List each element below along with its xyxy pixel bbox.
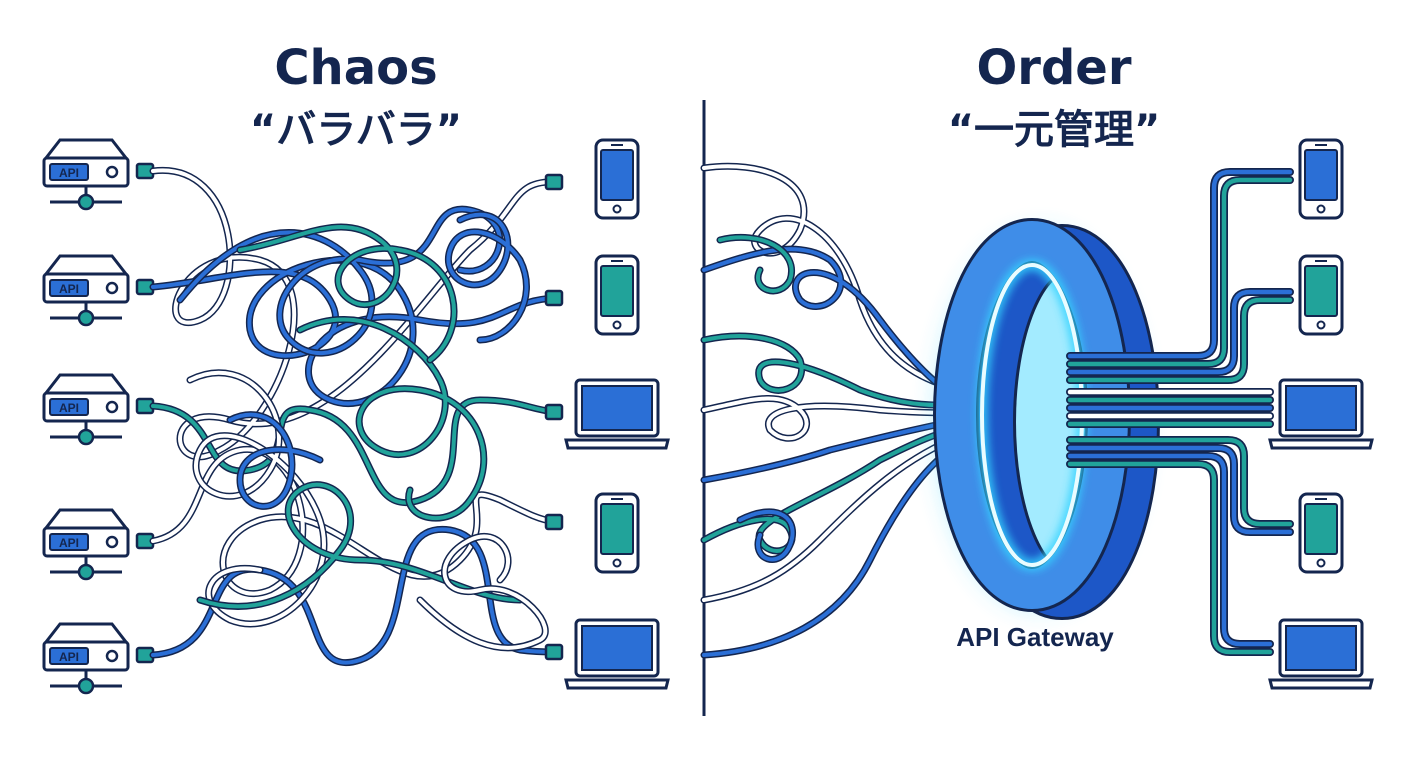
api-gateway-ring [933, 218, 1160, 620]
chaos-title: Chaos [274, 40, 438, 96]
tangled-connections [149, 167, 564, 666]
smartphone-icon [1298, 254, 1344, 336]
cable-plug [544, 173, 564, 191]
cable-plug [544, 289, 564, 307]
cable [1067, 453, 1273, 647]
laptop-icon [1268, 618, 1374, 690]
cable-plug [544, 513, 564, 531]
cable [1067, 177, 1293, 367]
cable [298, 317, 486, 520]
cable [1067, 461, 1273, 655]
api-server-icon: API [42, 138, 155, 211]
cable [702, 247, 962, 400]
cable [702, 334, 962, 408]
cable [702, 418, 962, 482]
cable [1067, 169, 1293, 359]
cable [702, 396, 962, 441]
api-server-label: API [59, 650, 79, 664]
cable-plug [544, 643, 564, 661]
organized-connections [1066, 168, 1294, 656]
cable [151, 527, 558, 665]
cable [151, 447, 558, 596]
cable [738, 509, 795, 562]
order-title: Order [976, 40, 1132, 96]
cable [446, 212, 529, 342]
cable [151, 397, 558, 505]
cable [1067, 289, 1293, 375]
cable [149, 446, 560, 597]
smartphone-icon [594, 254, 640, 336]
api-server-icon: API [42, 622, 155, 695]
cable [188, 371, 326, 626]
order-subtitle: “一元管理” [947, 107, 1161, 153]
cable [228, 412, 322, 509]
laptop-icon [1268, 378, 1374, 450]
smartphone-icon [1298, 138, 1344, 220]
cable [702, 442, 962, 657]
api-server-icon: API [42, 508, 155, 581]
cable [702, 164, 962, 392]
smartphone-icon [594, 492, 640, 574]
api-server-icon: API [42, 373, 155, 446]
cable [1067, 297, 1293, 383]
incoming-connections [700, 162, 964, 659]
client-device-group-right [1268, 138, 1374, 690]
cable [151, 258, 558, 406]
api-server-label: API [59, 166, 79, 180]
cable [238, 225, 456, 362]
laptop-icon [564, 618, 670, 690]
cable [1067, 437, 1293, 527]
api-server-label: API [59, 401, 79, 415]
client-device-group-left [564, 138, 670, 690]
api-server-label: API [59, 282, 79, 296]
api-gateway-label: API Gateway [956, 622, 1114, 652]
smartphone-icon [1298, 492, 1344, 574]
api-server-icon: API [42, 254, 155, 327]
api-server-group: API API API API API [42, 138, 155, 695]
chaos-subtitle: “バラバラ” [249, 107, 463, 153]
api-server-label: API [59, 536, 79, 550]
cable [418, 534, 548, 650]
cable [1067, 445, 1293, 535]
cable [198, 482, 522, 609]
cable [178, 207, 502, 355]
smartphone-icon [594, 138, 640, 220]
cable [718, 235, 794, 293]
laptop-icon [564, 378, 670, 450]
cable [702, 434, 962, 602]
cable-plug [544, 403, 564, 421]
